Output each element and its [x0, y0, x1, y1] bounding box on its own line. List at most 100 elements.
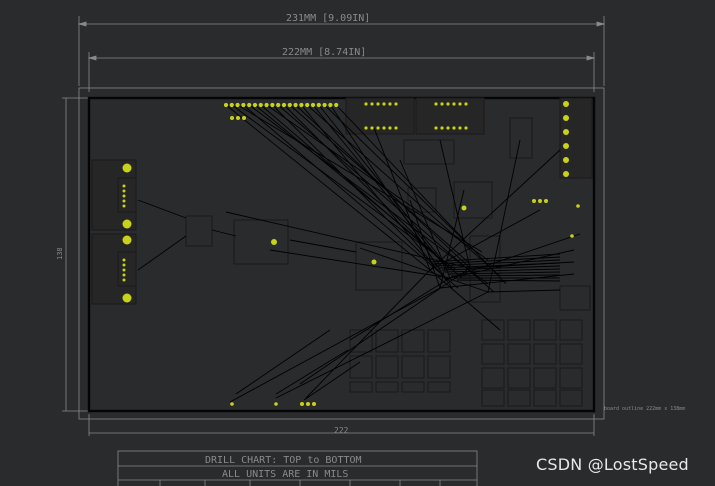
connector-pad[interactable] — [563, 143, 569, 149]
ic-max232[interactable] — [185, 215, 213, 247]
pad[interactable] — [570, 234, 574, 238]
ic-mcu-left[interactable] — [355, 241, 403, 291]
display-pad[interactable] — [464, 126, 468, 130]
db9-mount-pad[interactable] — [122, 293, 132, 303]
csdn-watermark: CSDN @LostSpeed — [536, 455, 689, 474]
ic-latch[interactable] — [403, 139, 455, 165]
header-pad[interactable] — [532, 199, 536, 203]
db9-pin-pad[interactable] — [122, 268, 126, 272]
connector-pad[interactable] — [563, 171, 569, 177]
display-pad[interactable] — [458, 126, 462, 130]
pad[interactable] — [576, 204, 580, 208]
display-pad[interactable] — [394, 126, 398, 130]
header-pad[interactable] — [316, 102, 321, 108]
header-pad[interactable] — [264, 102, 269, 108]
db9-pin-pad[interactable] — [122, 204, 126, 208]
display-pad[interactable] — [440, 102, 444, 106]
header-pad[interactable] — [312, 402, 316, 406]
header-pad[interactable] — [276, 102, 281, 108]
header-pad[interactable] — [544, 199, 548, 203]
db9-mount-pad[interactable] — [122, 163, 132, 173]
connector-pad[interactable] — [563, 115, 569, 121]
display-pad[interactable] — [388, 126, 392, 130]
drill-chart-table — [117, 450, 478, 486]
display-pad[interactable] — [464, 102, 468, 106]
db9-pin-pad[interactable] — [122, 194, 126, 198]
button-matrix-right[interactable] — [481, 319, 583, 407]
display-pad[interactable] — [452, 102, 456, 106]
dimension-inner-width — [87, 52, 596, 92]
display-pad[interactable] — [446, 126, 450, 130]
header-pad[interactable] — [538, 199, 542, 203]
display-pad[interactable] — [382, 126, 386, 130]
display-pad[interactable] — [446, 102, 450, 106]
display-pad[interactable] — [370, 102, 374, 106]
display-pad[interactable] — [440, 126, 444, 130]
dimension-outer-width-label: 231MM [9.09IN] — [286, 13, 370, 24]
display-pad[interactable] — [452, 126, 456, 130]
db9-pin-pad[interactable] — [122, 189, 126, 193]
right-header-connector[interactable] — [559, 97, 593, 179]
header-pad[interactable] — [258, 102, 263, 108]
component-pads[interactable] — [122, 101, 580, 406]
header-pad[interactable] — [270, 102, 275, 108]
header-pad[interactable] — [223, 102, 229, 108]
board-outline[interactable] — [87, 96, 596, 413]
header-pad[interactable] — [230, 116, 234, 120]
header-pad[interactable] — [300, 402, 304, 406]
db9-pin-pad[interactable] — [122, 258, 126, 262]
ic-buffer[interactable] — [509, 117, 533, 159]
seven-segment-display-1[interactable] — [345, 97, 415, 135]
header-pad[interactable] — [305, 102, 310, 108]
display-pad[interactable] — [364, 126, 368, 130]
component-footprints[interactable] — [91, 97, 593, 407]
display-pad[interactable] — [364, 102, 368, 106]
display-pad[interactable] — [388, 102, 392, 106]
header-pad[interactable] — [322, 102, 327, 108]
pad[interactable] — [274, 402, 278, 406]
dimension-side-height-label: 138 — [56, 247, 64, 260]
db9-connector-bottom[interactable] — [91, 233, 137, 305]
pad[interactable] — [230, 402, 234, 406]
db9-mount-pad[interactable] — [122, 219, 132, 229]
header-pad[interactable] — [299, 102, 304, 108]
header-pad[interactable] — [242, 116, 246, 120]
display-pad[interactable] — [376, 102, 380, 106]
db9-pin-pad[interactable] — [122, 273, 126, 277]
header-pad[interactable] — [306, 402, 310, 406]
header-pad[interactable] — [293, 102, 298, 108]
display-pad[interactable] — [376, 126, 380, 130]
header-pad[interactable] — [281, 102, 287, 108]
header-pad[interactable] — [236, 116, 240, 120]
header-pad[interactable] — [229, 102, 234, 108]
header-pad[interactable] — [328, 102, 333, 108]
display-pad[interactable] — [434, 126, 438, 130]
db9-mount-pad[interactable] — [122, 235, 132, 245]
db9-pin-pad[interactable] — [122, 278, 126, 282]
connector-pad[interactable] — [563, 129, 569, 135]
db9-pin-pad[interactable] — [122, 184, 126, 188]
connector-pad[interactable] — [563, 157, 569, 163]
display-pad[interactable] — [394, 102, 398, 106]
dimension-outer-width — [77, 16, 606, 86]
display-pad[interactable] — [458, 102, 462, 106]
header-pad[interactable] — [247, 102, 252, 108]
mcu-pad[interactable] — [461, 205, 467, 211]
mcu-pad[interactable] — [371, 259, 377, 265]
header-pad[interactable] — [334, 102, 339, 108]
display-pad[interactable] — [382, 102, 386, 106]
display-pad[interactable] — [434, 102, 438, 106]
connector-pad[interactable] — [563, 101, 569, 107]
regulator-pad[interactable] — [271, 239, 277, 245]
header-pad[interactable] — [241, 102, 246, 108]
header-pad[interactable] — [287, 102, 292, 108]
seven-segment-display-2[interactable] — [415, 97, 485, 135]
header-pad[interactable] — [310, 102, 316, 108]
db9-pin-pad[interactable] — [122, 263, 126, 267]
db9-pin-pad[interactable] — [122, 199, 126, 203]
header-pad[interactable] — [235, 102, 240, 108]
header-pad[interactable] — [252, 102, 258, 108]
led-array-right[interactable] — [559, 285, 591, 311]
display-pad[interactable] — [370, 126, 374, 130]
